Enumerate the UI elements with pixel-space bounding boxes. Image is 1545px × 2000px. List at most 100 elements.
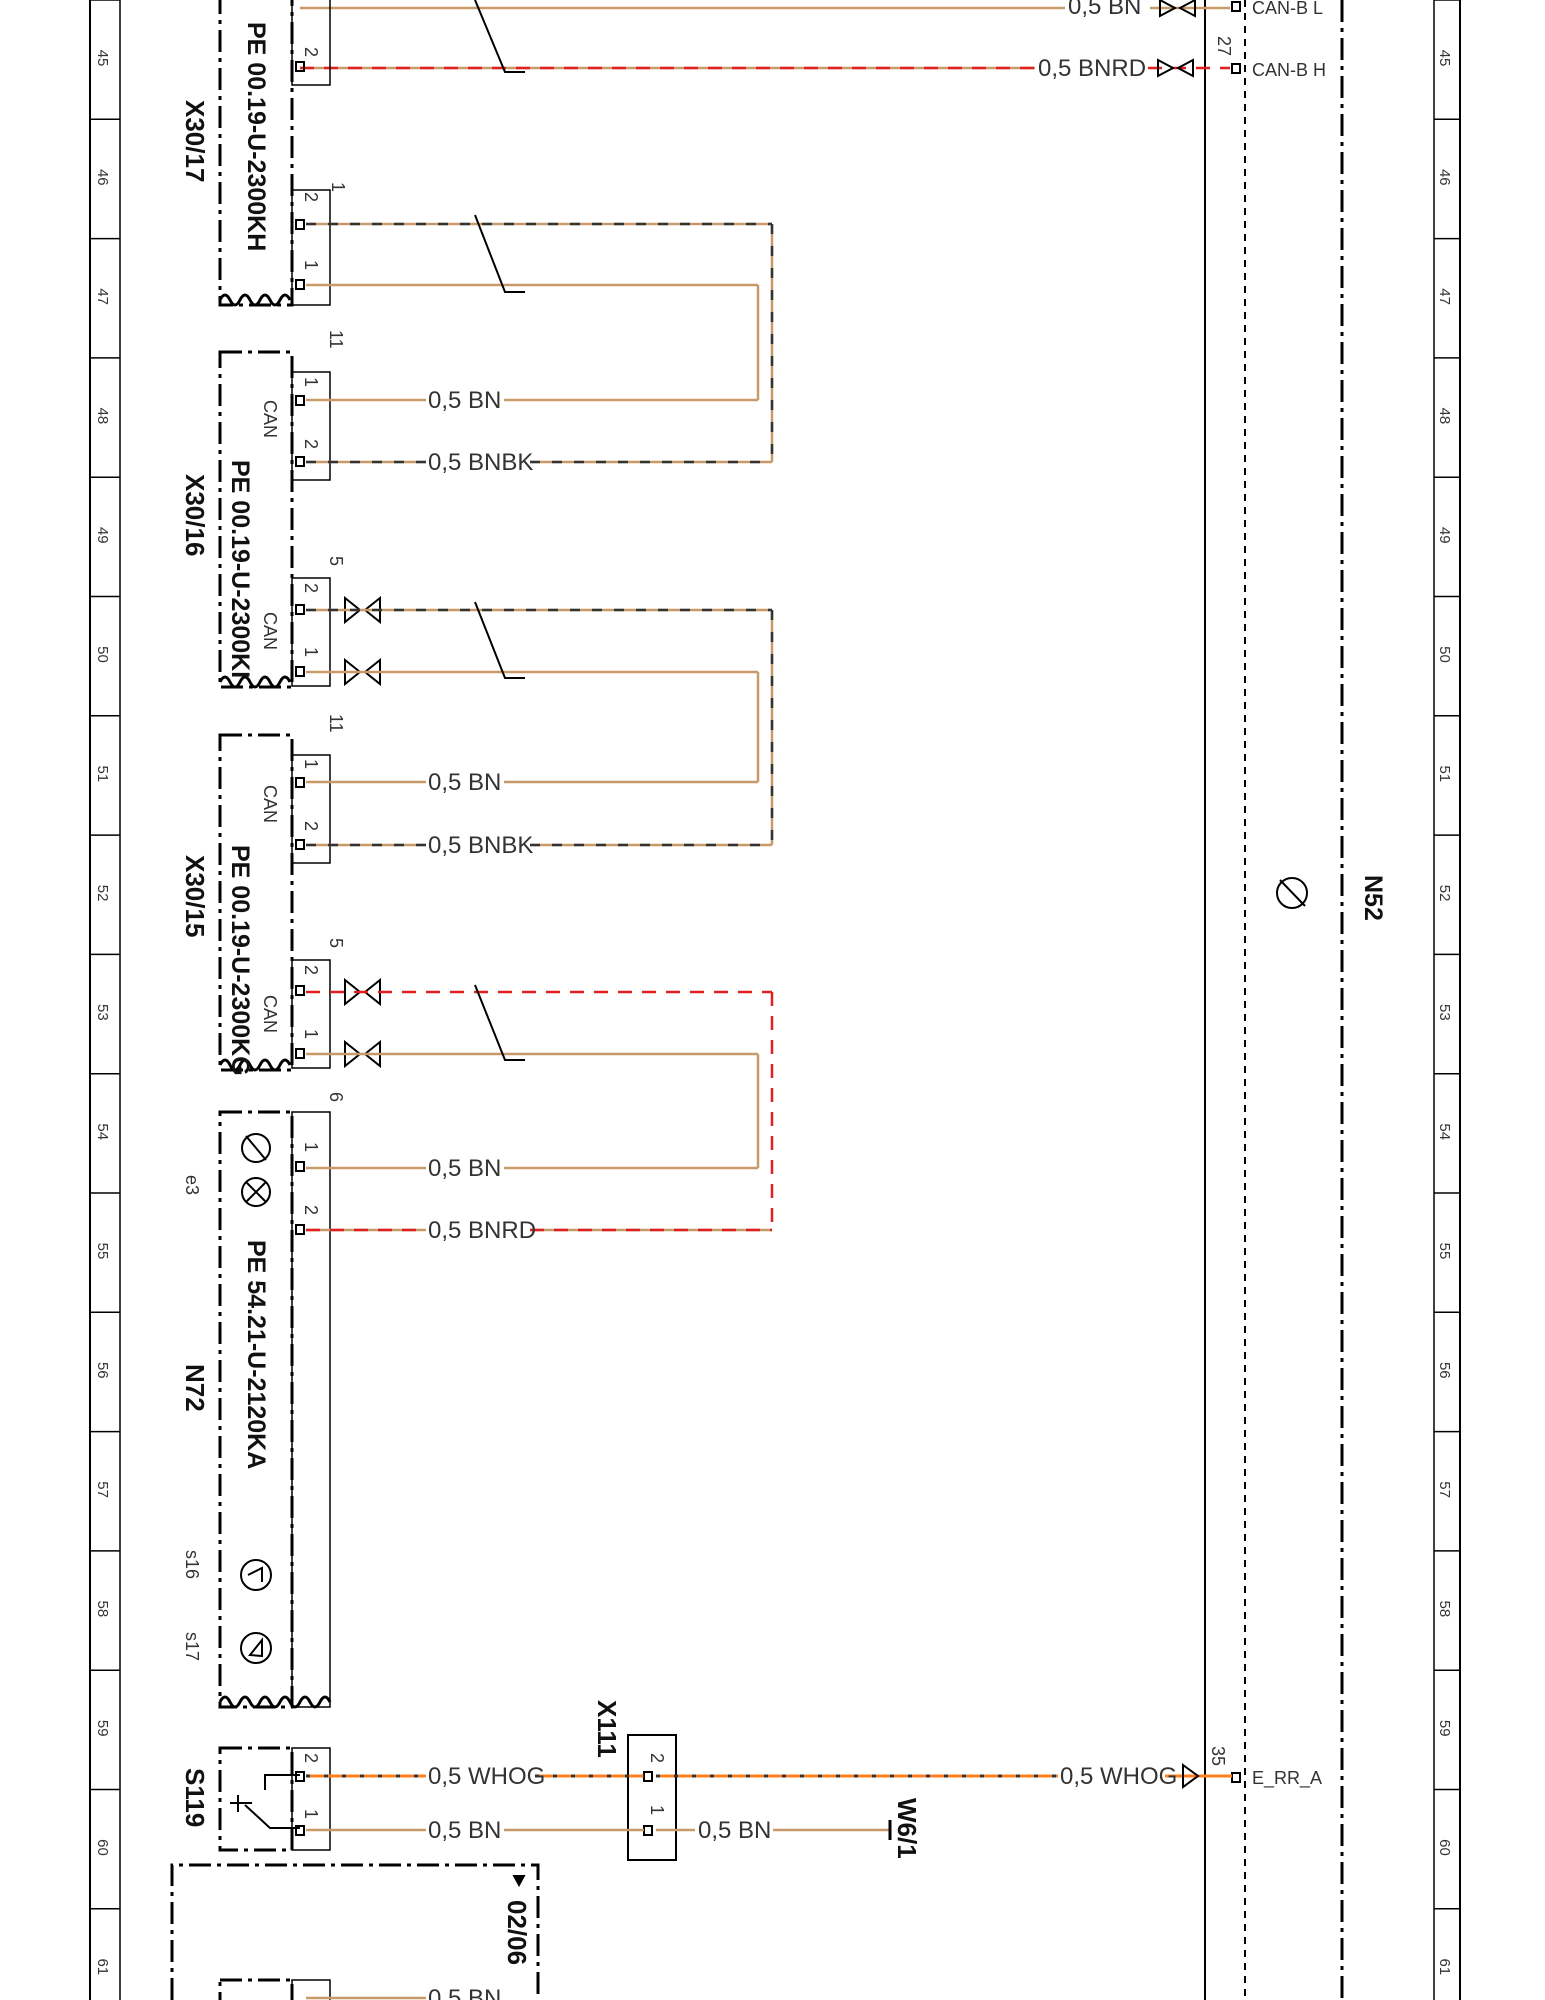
x30-17-part-number: PE 00.19-U-2300KH bbox=[242, 22, 270, 251]
x30-15-wires: 0,5 BN 0,5 BNBK bbox=[306, 769, 774, 1230]
n72-ground-icon bbox=[241, 1133, 271, 1163]
x30-15-part-number: PE 00.19-U-2300KG bbox=[226, 845, 254, 1076]
ruler-tick-label: 53 bbox=[94, 1004, 111, 1021]
ruler-tick-label: 58 bbox=[1436, 1601, 1453, 1618]
n52-pin-27-number: 27 bbox=[1214, 36, 1234, 56]
ruler-tick-label: 56 bbox=[1436, 1362, 1453, 1379]
n72-sub-s16: s16 bbox=[182, 1550, 202, 1579]
n72-sub-e3: e3 bbox=[182, 1175, 202, 1195]
x30-16-pin-1: 1 bbox=[301, 377, 321, 387]
x111-label: X111 bbox=[592, 1700, 622, 1758]
n52-pin-can-h-name: CAN-B H bbox=[1252, 60, 1326, 80]
x30-17-pin-2: 2 bbox=[301, 192, 321, 202]
ruler-tick-label: 48 bbox=[94, 408, 111, 425]
wire-label-top-bnrd: 0,5 BNRD bbox=[1038, 55, 1146, 82]
ruler-tick-label: 45 bbox=[94, 50, 111, 67]
n52-pin-e-rr-a-name: E_RR_A bbox=[1252, 1768, 1322, 1789]
x30-15-can-top: CAN bbox=[260, 785, 280, 823]
wire-label-top-bn: 0,5 BN bbox=[1068, 0, 1141, 20]
wire-label-s119-2: 0,5 WHOG bbox=[428, 1763, 545, 1790]
n52-pin-35-number: 35 bbox=[1208, 1746, 1228, 1766]
ruler-tick-label: 59 bbox=[1436, 1720, 1453, 1737]
n72-switch-s17-icon bbox=[240, 1632, 272, 1664]
x30-17-wires bbox=[306, 214, 774, 462]
x30-16-pin-b2: 2 bbox=[301, 583, 321, 593]
ruler-tick-label: 55 bbox=[1436, 1243, 1453, 1260]
n72-pin-2: 2 bbox=[301, 1205, 321, 1215]
n72-connector-number: 6 bbox=[326, 1092, 346, 1102]
x111-pin-1: 1 bbox=[647, 1805, 667, 1815]
n52-pin-35 bbox=[1231, 1772, 1241, 1783]
n52-label: N52 bbox=[1359, 875, 1387, 921]
reference-box: 02/06 0,5 BN bbox=[170, 1863, 540, 2000]
ruler-tick-label: 49 bbox=[94, 527, 111, 544]
w6-1-label: W6/1 bbox=[892, 1798, 922, 1859]
x30-15-number-top: 11 bbox=[326, 714, 346, 733]
n72-label: N72 bbox=[180, 1364, 210, 1412]
s119-switch: S119 2 1 bbox=[180, 1746, 331, 1852]
s119-pin-2: 2 bbox=[301, 1753, 321, 1763]
n72-lamp-icon bbox=[241, 1177, 271, 1207]
n72-pin-1: 1 bbox=[301, 1142, 321, 1152]
x30-15-pin-1: 1 bbox=[301, 759, 321, 769]
wire-label-x111-1: 0,5 BN bbox=[698, 1817, 771, 1844]
ruler-tick-label: 48 bbox=[1436, 408, 1453, 425]
s119-wires: 0,5 WHOG 0,5 WHOG 0,5 BN 0,5 BN W6/1 bbox=[306, 1763, 1232, 1859]
ruler-tick-label: 59 bbox=[94, 1720, 111, 1737]
x111-pin-2: 2 bbox=[647, 1753, 667, 1763]
n72-switch-s16-icon bbox=[240, 1559, 272, 1591]
ruler-tick-label: 61 bbox=[1436, 1958, 1453, 1975]
n72-sub-s17: s17 bbox=[182, 1632, 202, 1661]
n52-pin-can-l-name: CAN-B L bbox=[1252, 0, 1323, 18]
x30-15-label: X30/15 bbox=[180, 855, 210, 937]
wire-label-x111-2: 0,5 WHOG bbox=[1060, 1763, 1177, 1790]
s119-label: S119 bbox=[180, 1768, 210, 1827]
ruler-tick-label: 47 bbox=[1436, 288, 1453, 305]
n72-module: 6 1 2 e3 PE 54.21-U-2120KA N72 s16 s17 bbox=[180, 1092, 346, 1709]
wire-label-x16-2: 0,5 BNBK bbox=[428, 449, 533, 476]
n52-pin-can-l bbox=[1231, 1, 1241, 12]
s119-pin-1: 1 bbox=[301, 1809, 321, 1819]
x30-15-number-bottom: 5 bbox=[326, 938, 346, 948]
ruler-tick-label: 47 bbox=[94, 288, 111, 305]
x30-16-pin-2: 2 bbox=[301, 439, 321, 449]
x30-17-number: 1 bbox=[328, 182, 348, 192]
n52-module: N52 27 CAN-B H CAN-B L 35 E_RR_A bbox=[1204, 0, 1387, 2000]
wire-label-x15-2: 0,5 BNBK bbox=[428, 832, 533, 859]
x30-15-connector: 11 5 CAN CAN PE 00.19-U-2300KG X30/15 1 … bbox=[180, 714, 346, 1076]
ruler-tick-label: 51 bbox=[94, 765, 111, 782]
x30-16-number-bottom: 5 bbox=[326, 556, 346, 566]
x30-16-pin-b1: 1 bbox=[301, 647, 321, 657]
n72-wires: 0,5 BN 0,5 BNRD bbox=[306, 1155, 772, 1244]
x30-16-connector: 11 5 CAN CAN PE 00.19-U-2300KI X30/16 1 … bbox=[180, 330, 346, 689]
wire-label-n72-2: 0,5 BNRD bbox=[428, 1217, 536, 1244]
n72-part-number: PE 54.21-U-2120KA bbox=[242, 1240, 270, 1469]
ruler-tick-label: 56 bbox=[94, 1362, 111, 1379]
wire-label-n72-1: 0,5 BN bbox=[428, 1155, 501, 1182]
x30-16-part-number: PE 00.19-U-2300KI bbox=[226, 460, 254, 678]
ruler-tick-label: 52 bbox=[94, 885, 111, 902]
ref-box-label: 02/06 bbox=[502, 1900, 532, 1965]
x30-16-wires: 0,5 BN 0,5 BNBK bbox=[306, 387, 774, 845]
ruler-tick-label: 60 bbox=[94, 1839, 111, 1856]
x30-16-can-top: CAN bbox=[260, 400, 280, 438]
top-wires: 0,5 BN 0,5 BNRD bbox=[300, 0, 1230, 82]
ruler-tick-label: 60 bbox=[1436, 1839, 1453, 1856]
ruler-tick-label: 58 bbox=[94, 1601, 111, 1618]
x30-15-pin-b2: 2 bbox=[301, 965, 321, 975]
ruler-tick-label: 55 bbox=[94, 1243, 111, 1260]
x30-17-connector: 2 1 2 1 PE 00.19-U-2300KH X30/17 bbox=[180, 0, 348, 307]
wire-label-x16-1: 0,5 BN bbox=[428, 387, 501, 414]
ruler-tick-label: 61 bbox=[94, 1958, 111, 1975]
n52-ground-symbol bbox=[1276, 877, 1308, 909]
x30-15-can-bottom: CAN bbox=[260, 995, 280, 1033]
wire-label-x15-1: 0,5 BN bbox=[428, 769, 501, 796]
ruler-tick-label: 50 bbox=[94, 646, 111, 663]
x111-connector: X111 2 1 bbox=[592, 1700, 677, 1861]
ruler-tick-label: 57 bbox=[94, 1481, 111, 1498]
ruler-tick-label: 51 bbox=[1436, 765, 1453, 782]
ruler-tick-label: 52 bbox=[1436, 885, 1453, 902]
ruler-tick-label: 49 bbox=[1436, 527, 1453, 544]
